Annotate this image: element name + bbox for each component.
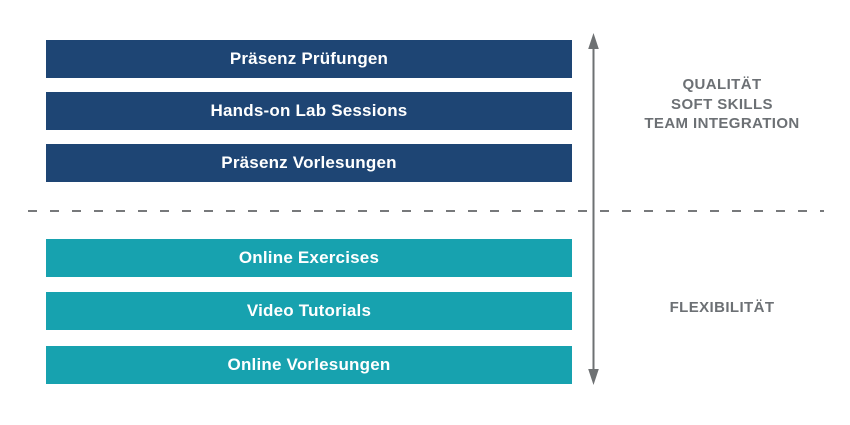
bar-label: Präsenz Vorlesungen xyxy=(221,153,397,172)
bar-praesenz-vorlesungen: Präsenz Vorlesungen xyxy=(46,144,572,182)
bar-label: Online Vorlesungen xyxy=(227,355,391,374)
quality-label-line: QUALITÄT xyxy=(682,76,762,93)
bar-praesenz-pruefungen: Präsenz Prüfungen xyxy=(46,40,572,78)
quality-label-block: QUALITÄT SOFT SKILLS TEAM INTEGRATION xyxy=(597,75,847,134)
bar-label: Hands-on Lab Sessions xyxy=(210,101,408,120)
bar-video-tutorials: Video Tutorials xyxy=(46,292,572,330)
flexibility-label-block: FLEXIBILITÄT xyxy=(597,298,847,318)
bar-label: Online Exercises xyxy=(238,248,380,267)
bar-label: Video Tutorials xyxy=(246,301,372,320)
flexibility-label-line: FLEXIBILITÄT xyxy=(669,299,775,316)
bar-online-exercises: Online Exercises xyxy=(46,239,572,277)
double-arrow-icon xyxy=(588,33,599,385)
bar-hands-on-lab-sessions: Hands-on Lab Sessions xyxy=(46,92,572,130)
bar-label: Präsenz Prüfungen xyxy=(229,49,389,68)
quality-label-line: SOFT SKILLS xyxy=(671,95,773,113)
bar-online-vorlesungen: Online Vorlesungen xyxy=(46,346,572,384)
dashed-divider-line xyxy=(28,210,824,212)
quality-label-line: TEAM INTEGRATION xyxy=(644,115,800,132)
